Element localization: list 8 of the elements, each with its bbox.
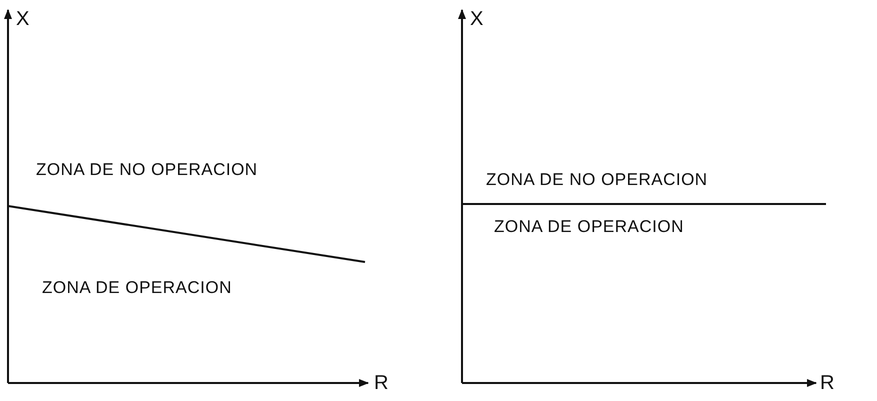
zone-label: ZONA DE OPERACION <box>494 217 684 237</box>
zone-label: ZONA DE OPERACION <box>42 278 232 298</box>
axis-label: R <box>820 372 835 395</box>
zone-label: ZONA DE NO OPERACION <box>36 160 258 180</box>
axis-label: X <box>470 8 484 31</box>
zone-label: ZONA DE NO OPERACION <box>486 170 708 190</box>
axis-label: X <box>16 8 30 31</box>
axis-label: R <box>374 372 389 395</box>
